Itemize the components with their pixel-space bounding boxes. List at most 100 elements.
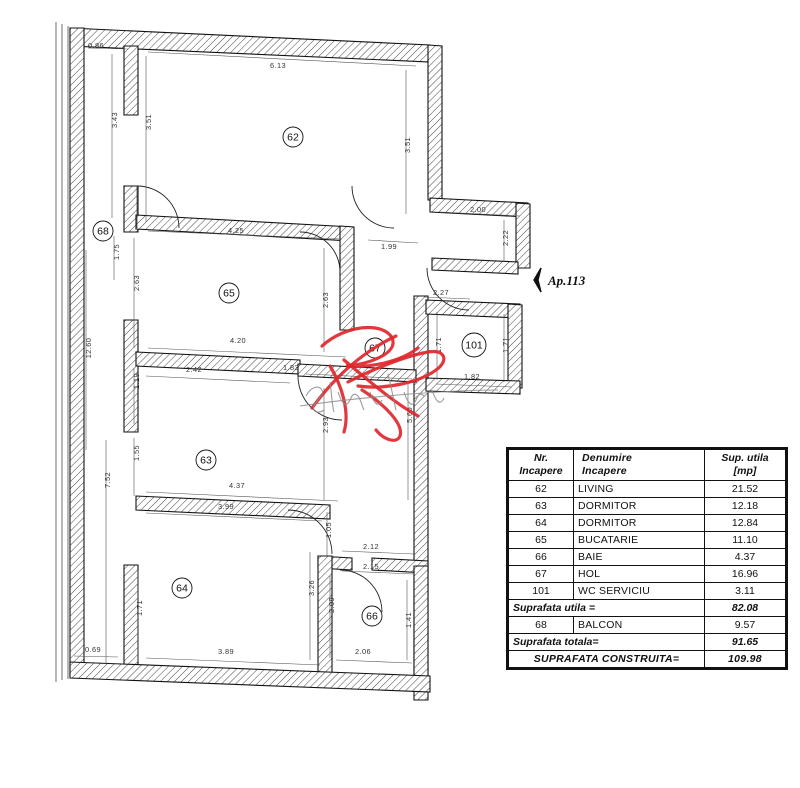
summary-row-utila: Suprafata utila = 82.08: [508, 599, 786, 618]
header-nr-incapere: Nr. Incapere: [508, 448, 574, 482]
dimension-label: 0.69: [85, 645, 101, 654]
room-badge-64: 64: [171, 577, 193, 599]
dimension-label: 2.15: [363, 562, 379, 571]
dimension-label: 5.60: [405, 407, 414, 423]
balcon-name: BALCON: [573, 616, 705, 635]
dimension-label: 1.82: [464, 372, 480, 381]
room-number-label: 101: [465, 340, 483, 352]
dimension-label: 0.86: [88, 41, 104, 50]
cell-name: DORMITOR: [573, 497, 705, 516]
room-number-label: 68: [97, 226, 109, 238]
dimension-label: 3.26: [307, 580, 316, 596]
header-nr-line1: Nr.: [533, 452, 548, 464]
dimension-label: 7.52: [103, 472, 112, 488]
header-sup-line2: [mp]: [733, 465, 757, 478]
cell-name: HOL: [573, 565, 705, 584]
dimension-label: 3.43: [110, 112, 119, 128]
apartment-entry-marker: Ap.113: [533, 267, 586, 293]
room-number-label: 67: [369, 343, 381, 355]
building-walls: [55, 22, 531, 701]
value-suprafata-construita: 109.98: [704, 650, 786, 669]
cell-name: WC SERVICIU: [573, 582, 705, 601]
area-table-head: Nr. Incapere Denumire Incapere Sup. util…: [508, 448, 786, 482]
summary-row-totala: Suprafata totala= 91.65: [508, 633, 786, 652]
dimension-label: 2.22: [501, 230, 510, 246]
dimension-label: 1.19: [132, 373, 141, 389]
room-badge-circle: [461, 332, 487, 358]
dimension-label: 2.27: [433, 288, 449, 297]
dimension-label: 1.71: [434, 337, 443, 353]
dimension-label: 4.37: [229, 481, 245, 490]
dimension-label: 2.00: [470, 205, 486, 214]
dimension-label: 3.99: [218, 502, 234, 511]
dimension-label: 3.51: [403, 137, 412, 153]
dimension-label: 6.13: [270, 61, 286, 70]
room-number-label: 65: [223, 288, 235, 300]
room-number-label: 62: [287, 132, 299, 144]
room-badge-65: 65: [218, 282, 240, 304]
room-badge-circle: [282, 126, 304, 148]
value-suprafata-utila: 82.08: [704, 599, 786, 618]
room-badge-68: 68: [92, 220, 114, 242]
dimension-label: 1.99: [381, 242, 397, 251]
room-badge-circle: [92, 220, 114, 242]
dimension-label: 1.83: [283, 363, 299, 372]
dimension-label: 1.75: [112, 244, 121, 260]
dimension-label: 4.20: [230, 336, 246, 345]
dimension-label: 4.25: [228, 226, 244, 235]
header-denumire-line2: Incapere: [582, 465, 627, 478]
dimension-label: 2.93: [321, 417, 330, 433]
cell-area: 3.11: [704, 582, 786, 601]
cell-nr: 62: [508, 480, 574, 499]
cell-nr: 65: [508, 531, 574, 550]
label-suprafata-utila: Suprafata utila =: [508, 599, 705, 618]
cell-name: LIVING: [573, 480, 705, 499]
dimension-label: 12.60: [84, 338, 93, 359]
cell-area: 16.96: [704, 565, 786, 584]
cell-nr: 67: [508, 565, 574, 584]
label-suprafata-totala: Suprafata totala=: [508, 633, 705, 652]
room-badge-circle: [171, 577, 193, 599]
cell-name: BUCATARIE: [573, 531, 705, 550]
room-badge-circle: [195, 449, 217, 471]
value-suprafata-totala: 91.65: [704, 633, 786, 652]
dimension-lines: [73, 47, 521, 666]
area-table-summary: Suprafata utila = 82.08 68 BALCON 9.57 S…: [508, 599, 786, 669]
apartment-label: Ap.113: [547, 273, 586, 288]
dimension-label: 2.42: [186, 365, 202, 374]
dimension-label: 1.55: [132, 445, 141, 461]
cell-name: BAIE: [573, 548, 705, 567]
table-row-balcon: 68 BALCON 9.57: [508, 616, 786, 635]
label-suprafata-construita: SUPRAFATA CONSTRUITA=: [508, 650, 705, 669]
dimension-label: 1.71: [135, 600, 144, 616]
header-denumire-line1: Denumire: [582, 452, 633, 464]
room-number-label: 66: [366, 611, 378, 623]
dimension-label: 2.63: [132, 275, 141, 291]
dimension-label: 1.41: [404, 612, 413, 628]
table-header-row: Nr. Incapere Denumire Incapere Sup. util…: [508, 448, 786, 482]
header-denumire-incapere: Denumire Incapere: [573, 448, 705, 482]
dimension-label: 2.12: [363, 542, 379, 551]
room-badge-101: 101: [461, 332, 487, 358]
cell-nr: 64: [508, 514, 574, 533]
room-badge-circle: [361, 605, 383, 627]
room-number-label: 64: [176, 583, 188, 595]
cell-name: DORMITOR: [573, 514, 705, 533]
balcon-area: 9.57: [704, 616, 786, 635]
area-table: Nr. Incapere Denumire Incapere Sup. util…: [508, 448, 786, 669]
dimension-label: 2.06: [355, 647, 371, 656]
room-number-label: 63: [200, 455, 212, 467]
cell-nr: 66: [508, 548, 574, 567]
cell-area: 11.10: [704, 531, 786, 550]
dimension-label: 2.63: [321, 292, 330, 308]
dimension-label: 1.71: [501, 337, 510, 353]
room-badge-62: 62: [282, 126, 304, 148]
